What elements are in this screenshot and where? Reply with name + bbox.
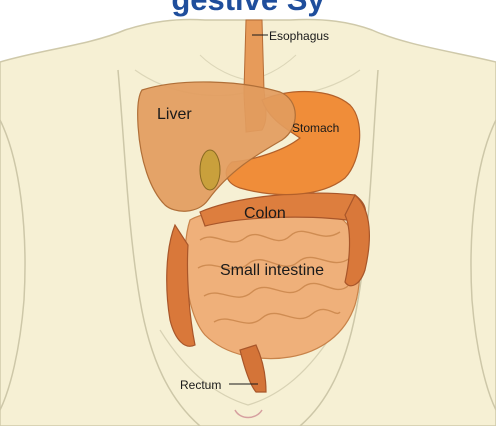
small-intestine-shape xyxy=(185,208,360,359)
label-rectum: Rectum xyxy=(180,378,221,392)
label-liver: Liver xyxy=(157,106,192,124)
page-title: gestive Sy xyxy=(130,0,366,17)
label-small-intestine: Small intestine xyxy=(220,262,324,280)
label-stomach: Stomach xyxy=(292,121,339,135)
label-colon: Colon xyxy=(244,205,286,223)
gallbladder-shape xyxy=(200,150,220,190)
label-esophagus: Esophagus xyxy=(269,29,329,43)
